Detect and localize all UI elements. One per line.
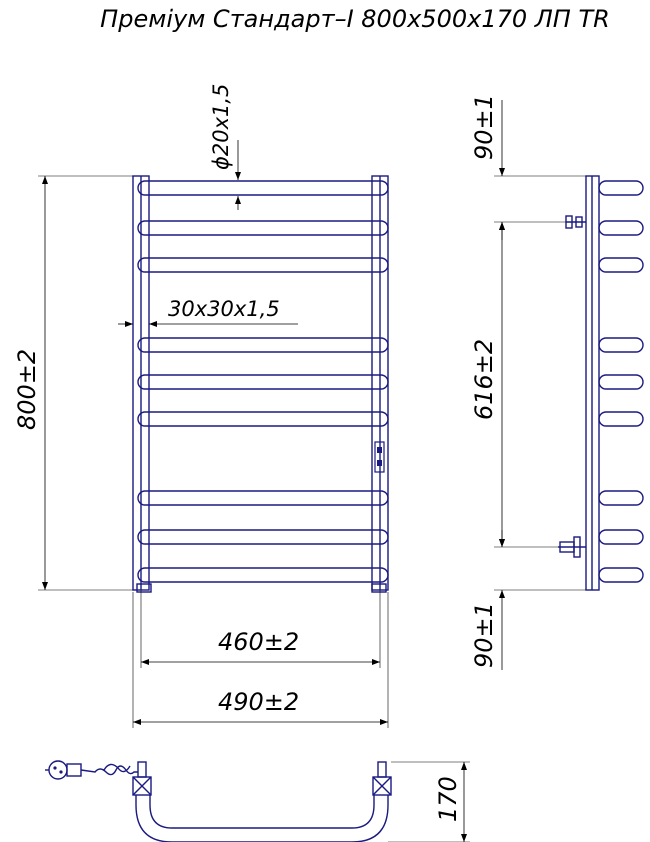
side-rung-stubs — [598, 180, 644, 583]
rung — [137, 257, 389, 273]
rung — [137, 220, 389, 236]
rungs — [137, 180, 389, 583]
inner-width-label: 460±2 — [218, 628, 299, 656]
outer-width-label: 490±2 — [218, 688, 299, 716]
rung — [137, 567, 389, 583]
bottom-offset-label: 90±1 — [470, 602, 498, 668]
top-offset-label: 90±1 — [470, 94, 498, 160]
u-rung-outer — [135, 795, 389, 842]
power-cord — [80, 765, 138, 776]
rung — [137, 180, 389, 196]
profile-label: 30х30х1,5 — [168, 297, 280, 321]
depth-label: 170 — [434, 776, 462, 822]
rung — [137, 374, 389, 390]
power-plug-icon — [45, 760, 82, 780]
pipe-diameter-label: ϕ20х1,5 — [209, 84, 233, 170]
heater-control-box — [374, 441, 385, 473]
front-view: ϕ20х1,5 30х30х1,5 800±2 460±2 490±2 — [13, 84, 389, 728]
height-label: 800±2 — [13, 349, 41, 430]
rung — [137, 337, 389, 353]
drawing-title: Преміум Стандарт–І 800х500х170 ЛП TR — [100, 5, 610, 33]
top-view: 170 — [45, 760, 470, 842]
u-rung-inner — [149, 795, 375, 829]
rung — [137, 411, 389, 427]
side-view: 90±1 616±2 90±1 — [470, 94, 644, 670]
rung — [137, 529, 389, 545]
center-distance-label: 616±2 — [470, 339, 498, 420]
rung — [137, 490, 389, 506]
